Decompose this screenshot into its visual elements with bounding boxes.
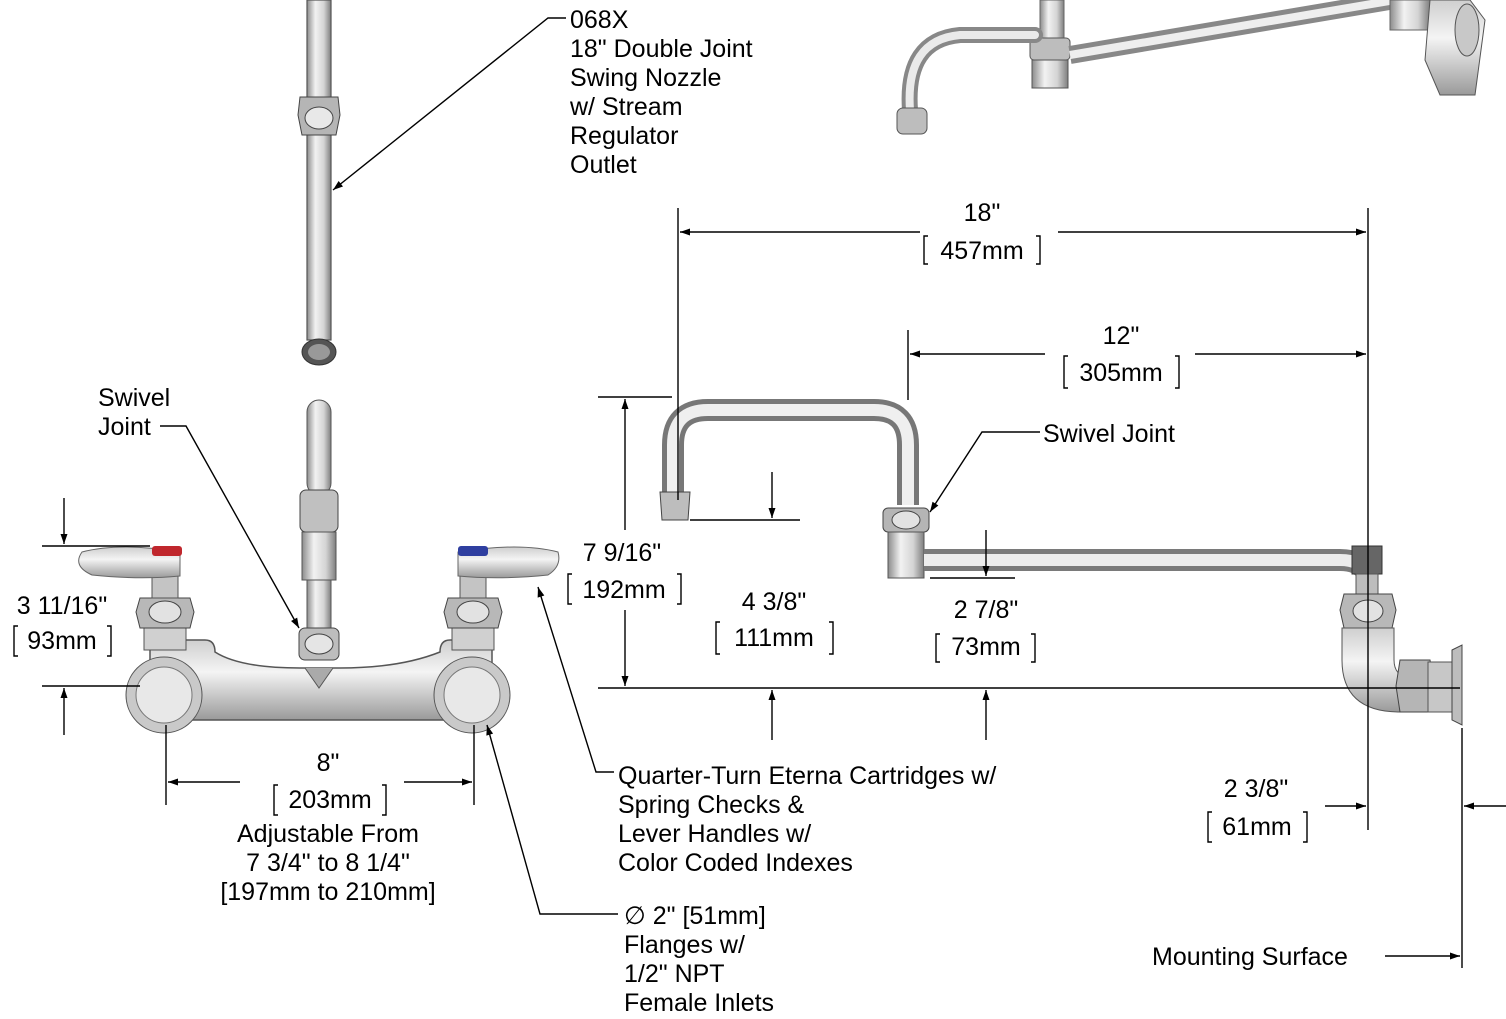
nozzle-line-2: 18" Double Joint: [570, 35, 753, 63]
cartridges-line-4: Color Coded Indexes: [618, 849, 853, 877]
nozzle-line-4: w/ Stream: [569, 93, 683, 121]
top-nozzle-partial-view: [896, 0, 1486, 135]
dimension-lines: [42, 17, 1506, 968]
cold-index-marker: [458, 546, 488, 556]
callout-nozzle: 068X 18" Double Joint Swing Nozzle w/ St…: [569, 6, 753, 179]
mounting-surface-label: Mounting Surface: [1152, 943, 1348, 971]
nozzle-line-1: 068X: [570, 6, 629, 34]
dim-7916-mm: 192mm: [582, 576, 665, 604]
nozzle-line-3: Swing Nozzle: [570, 64, 721, 92]
cartridges-line-2: Spring Checks &: [618, 791, 805, 819]
flanges-line-3: 1/2" NPT: [624, 960, 725, 988]
dim-31116-in: 3 11/16": [17, 592, 107, 620]
dim-18-mm: 457mm: [940, 237, 1023, 265]
dim-238-in: 2 3/8": [1224, 775, 1288, 803]
dim-12-in: 12": [1103, 322, 1140, 350]
flanges-line-4: Female Inlets: [624, 989, 774, 1017]
dim-8-note-1: Adjustable From: [237, 820, 419, 848]
spout-upper-pipe: [306, 0, 332, 341]
stream-regulator-outlet: [659, 491, 691, 521]
swivel-left-line-1: Swivel: [98, 384, 170, 412]
dim-8-in: 8": [317, 749, 340, 777]
flanges-line-1: ∅ 2" [51mm]: [624, 902, 766, 930]
callout-swivel-right: Swivel Joint: [1043, 420, 1175, 448]
cartridges-line-1: Quarter-Turn Eterna Cartridges w/: [618, 762, 996, 790]
metric-brackets: [13, 235, 1308, 843]
dim-31116-mm: 93mm: [27, 627, 96, 655]
callout-swivel-left: Swivel Joint: [98, 384, 170, 441]
dim-438-mm: 111mm: [734, 624, 814, 652]
dim-8-mm: 203mm: [288, 786, 371, 814]
flanges-line-2: Flanges w/: [624, 931, 745, 959]
side-view-faucet: [659, 399, 1463, 726]
dim-8-note-3: [197mm to 210mm]: [220, 878, 435, 906]
side-flange: [1451, 644, 1463, 726]
dim-278-mm: 73mm: [951, 633, 1020, 661]
dim-8-note-2: 7 3/4" to 8 1/4": [246, 849, 410, 877]
riser-nut: [299, 489, 339, 533]
front-view-faucet: [78, 0, 560, 734]
nozzle-line-5: Regulator: [570, 122, 678, 150]
callout-flanges: ∅ 2" [51mm] Flanges w/ 1/2" NPT Female I…: [624, 902, 774, 1017]
callout-cartridges: Quarter-Turn Eterna Cartridges w/ Spring…: [618, 762, 996, 877]
hot-index-marker: [152, 546, 182, 556]
dim-278-in: 2 7/8": [954, 596, 1018, 624]
dim-438-in: 4 3/8": [742, 588, 806, 616]
dim-7916-in: 7 9/16": [583, 539, 661, 567]
dim-238-mm: 61mm: [1222, 813, 1291, 841]
cartridges-line-3: Lever Handles w/: [618, 820, 811, 848]
swivel-left-line-2: Joint: [98, 413, 151, 441]
dim-18-in: 18": [964, 199, 1001, 227]
nozzle-line-6: Outlet: [570, 151, 637, 179]
dim-12-mm: 305mm: [1079, 359, 1162, 387]
